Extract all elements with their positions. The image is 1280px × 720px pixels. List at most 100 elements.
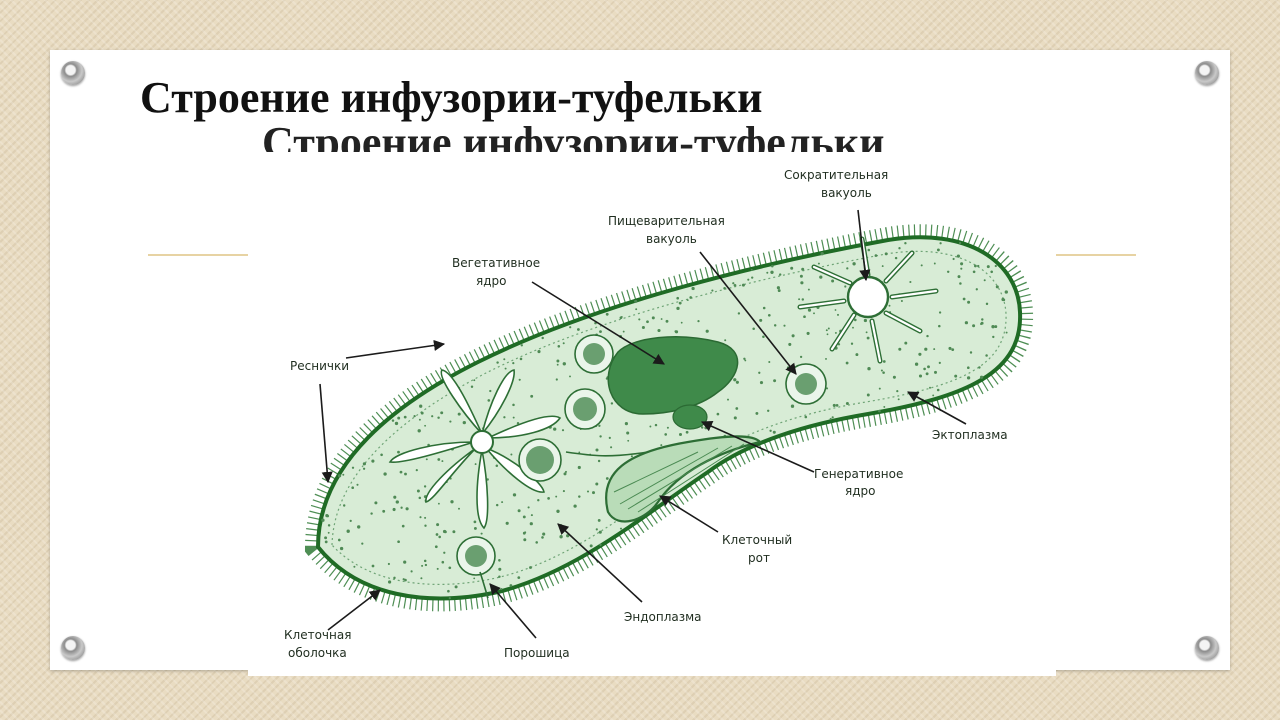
cytoplasm-granule <box>920 264 923 267</box>
leader-digestive-vacuole <box>699 251 797 375</box>
cytoplasm-granule <box>517 509 521 513</box>
cytoplasm-granule <box>676 296 680 300</box>
cytoplasm-granule <box>577 328 580 331</box>
cytoplasm-granule <box>610 402 614 405</box>
cytoplasm-granule <box>393 495 397 499</box>
cytoplasm-granule <box>421 564 424 567</box>
pin-icon <box>61 61 85 85</box>
cytoplasm-granule <box>557 345 561 348</box>
cytoplasm-granule <box>680 321 683 324</box>
pharynx-line <box>565 451 649 457</box>
cytoplasm-granule <box>527 506 530 509</box>
cytoplasm-granule <box>573 504 577 508</box>
cytoplasm-granule <box>882 360 886 363</box>
cytoplasm-granule <box>431 415 434 418</box>
cytoplasm-granule <box>825 329 828 332</box>
cytoplasm-granule <box>829 417 832 421</box>
leader-cell-mouth <box>659 495 719 533</box>
label-digestive-vacuole-2: вакуоль <box>646 232 697 246</box>
cytoplasm-granule <box>399 470 403 474</box>
cytoplasm-granule <box>522 515 526 519</box>
cytoplasm-granule <box>321 518 325 522</box>
cytoplasm-granule <box>608 436 611 439</box>
cytoplasm-granule <box>436 567 439 570</box>
cytoplasm-granule <box>790 266 794 270</box>
cytoplasm-granule <box>904 341 908 345</box>
cytoplasm-granule <box>825 387 829 390</box>
cytoplasm-granule <box>529 566 532 569</box>
cytoplasm-granule <box>462 420 466 425</box>
cytoplasm-granule <box>1005 331 1008 334</box>
cytoplasm-granule <box>867 248 871 252</box>
cytoplasm-granule <box>443 551 446 554</box>
cytoplasm-granule <box>660 444 663 447</box>
cytoplasm-granule <box>747 278 750 281</box>
cytoplasm-granule <box>985 302 989 306</box>
cytoplasm-granule <box>686 299 689 301</box>
cytoplasm-granule <box>380 453 383 457</box>
cytoplasm-granule <box>743 357 746 360</box>
contractile-vacuole-anterior <box>797 236 939 364</box>
cytoplasm-granule <box>790 404 795 408</box>
cytoplasm-granule <box>798 298 801 301</box>
cytoplasm-granule <box>597 459 601 463</box>
cytoplasm-granule <box>850 342 854 345</box>
cytoplasm-granule <box>562 490 565 493</box>
cytoplasm-granule <box>685 430 689 434</box>
cytoplasm-granule <box>438 535 441 539</box>
cytoplasm-granule <box>388 580 392 584</box>
cytoplasm-granule <box>866 336 870 340</box>
leader-lines <box>319 209 967 639</box>
cytoplasm-granule <box>689 296 693 299</box>
cytoplasm-granule <box>541 336 544 340</box>
cytoplasm-granule <box>909 280 912 284</box>
macronucleus <box>607 336 739 415</box>
cytoplasm-granule <box>420 411 424 415</box>
cytoplasm-granule <box>403 415 407 419</box>
cytoplasm-granule <box>825 357 827 360</box>
label-cell-membrane-2: оболочка <box>288 646 347 660</box>
cytoplasm-granule <box>387 562 390 566</box>
label-cilia: Реснички <box>290 359 349 373</box>
cytoplasm-granule <box>605 477 609 480</box>
label-contractile-vacuole-1: Сократительная <box>784 168 888 182</box>
cytoplasm-granule <box>473 577 476 580</box>
cytoplasm-granule <box>520 344 523 347</box>
cytoplasm-granule <box>473 520 477 524</box>
cytoplasm-granule <box>555 495 558 498</box>
cytoplasm-granule <box>1004 290 1008 294</box>
cytoplasm-granule <box>995 285 999 289</box>
cytoplasm-granule <box>448 566 452 570</box>
cytoplasm-granule <box>723 287 726 290</box>
cytoplasm-granule <box>512 403 515 407</box>
leader-cilia-top <box>345 339 446 359</box>
cytoplasm-granule <box>975 288 978 291</box>
cytoplasm-granule <box>447 589 450 593</box>
cytoplasm-granule <box>964 321 969 325</box>
cytoplasm-granule <box>972 324 976 328</box>
cytoplasm-granule <box>817 262 820 265</box>
cytoplasm-granule <box>888 304 891 307</box>
cytoplasm-granule <box>356 483 359 486</box>
cytoplasm-granule <box>769 429 772 432</box>
cytoplasm-granule <box>767 409 770 412</box>
cytoplasm-granule <box>938 311 942 314</box>
cytoplasm-granule <box>503 358 506 361</box>
cytoplasm-granule <box>867 367 871 371</box>
cytoplasm-granule <box>512 416 515 419</box>
cytoplasm-granule <box>767 313 771 317</box>
cytoplasm-granule <box>605 312 609 316</box>
cytoplasm-granule <box>733 378 737 382</box>
cytoplasm-granule <box>402 578 405 581</box>
cytoplasm-granule <box>957 275 961 279</box>
cytoplasm-granule <box>800 281 804 285</box>
cytoplasm-granule <box>986 265 990 269</box>
cytoplasm-granule <box>562 362 566 366</box>
cytoplasm-granule <box>878 387 881 390</box>
cytoplasm-granule <box>610 446 613 449</box>
cytoplasm-granule <box>589 544 593 548</box>
cytoplasm-granule <box>619 527 623 530</box>
cytoplasm-granule <box>855 353 859 357</box>
cytoplasm-granule <box>351 466 355 469</box>
cytoplasm-granule <box>337 474 342 478</box>
